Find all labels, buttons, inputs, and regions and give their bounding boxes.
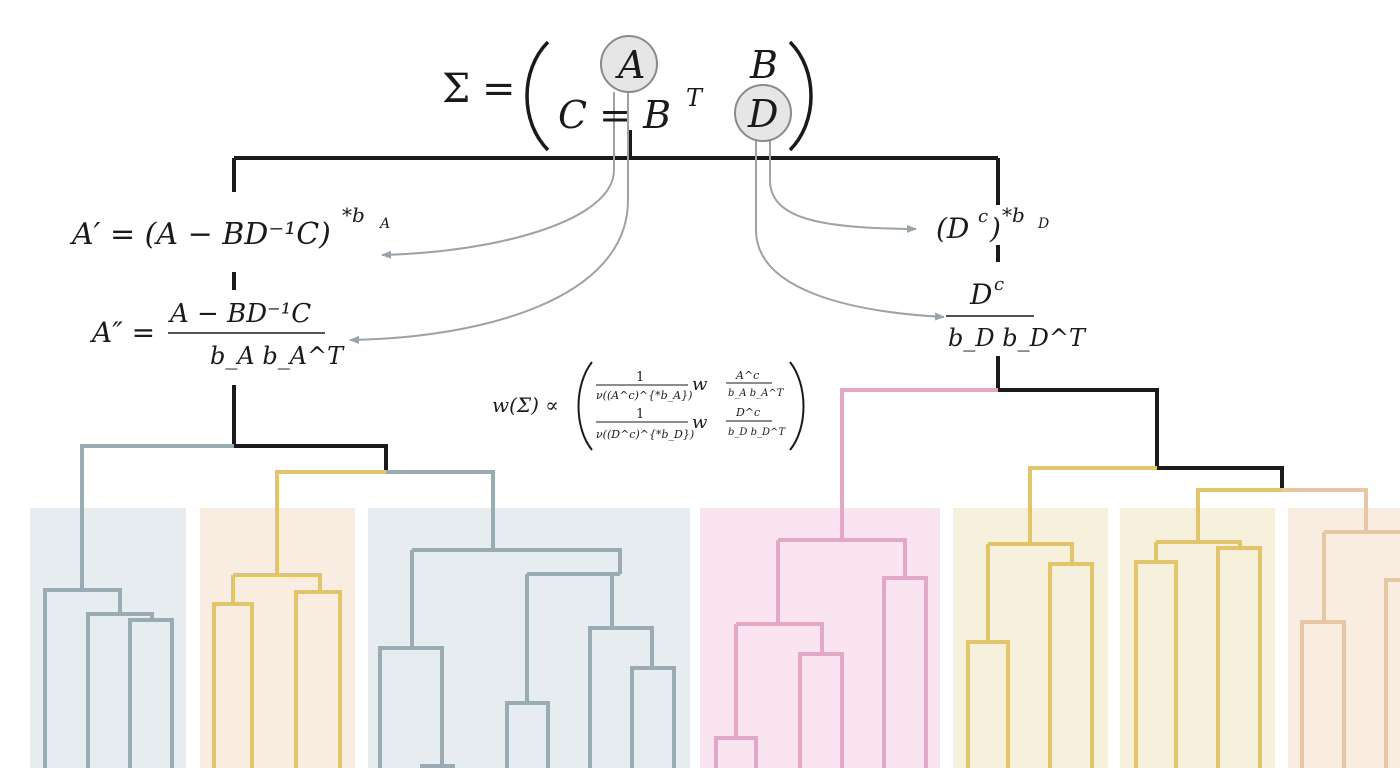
cluster-panel-blue-1 xyxy=(30,508,186,768)
weight-row1-num: 1 xyxy=(636,370,644,385)
arrow-a-to-a-dprime xyxy=(349,92,629,344)
matrix-right-paren xyxy=(788,40,813,152)
right-subtree-branches xyxy=(714,388,1400,768)
dc-frac-den: b_D b_D^T xyxy=(948,324,1087,352)
tree-trunk xyxy=(232,130,1284,490)
block-d: D xyxy=(747,92,778,136)
a-dprime-num: A − BD⁻¹C xyxy=(168,299,311,329)
dc-star-close: ) xyxy=(989,212,1001,245)
a-prime-sub: A xyxy=(378,216,390,232)
block-c-sup: T xyxy=(686,84,704,112)
block-b: B xyxy=(749,43,778,87)
weight-row1-w: w xyxy=(692,374,708,395)
weight-row2-den: ν((D^c)^{*b_D}) xyxy=(596,428,694,441)
weight-row2-frac-num: D^c xyxy=(735,406,760,419)
weight-right-paren xyxy=(789,361,805,451)
weight-lhs: w(Σ) ∝ xyxy=(492,393,559,417)
dc-star-sup-c: c xyxy=(978,206,988,227)
weight-row1-frac-den: b_A b_A^T xyxy=(728,388,785,399)
dc-star-sub: D xyxy=(1037,216,1049,232)
block-a: A xyxy=(615,43,645,87)
arrow-d-to-dc-frac xyxy=(755,140,945,321)
weight-left-paren xyxy=(577,361,593,451)
block-c: C = B xyxy=(558,93,671,137)
weight-row2-w: w xyxy=(692,412,708,433)
left-subtree-branches xyxy=(43,444,676,768)
sigma-symbol: Σ xyxy=(442,66,470,112)
arrow-a-to-a-prime xyxy=(381,92,615,259)
dc-frac-num: D xyxy=(969,278,992,311)
a-prime-sup: *b xyxy=(342,203,365,227)
right-formulas: (D c ) *b D D c b_D b_D^T xyxy=(936,203,1087,352)
sigma-equals: = xyxy=(482,66,516,112)
dc-star-open: (D xyxy=(936,212,969,245)
dc-frac-num-sup: c xyxy=(994,274,1004,295)
arrow-d-to-dc-star xyxy=(769,140,917,233)
sigma-matrix: Σ = A B C = B T D xyxy=(442,35,813,152)
block-a-highlight xyxy=(600,35,658,93)
cluster-panel-gold-2 xyxy=(1120,508,1275,768)
weight-row1-den: ν((A^c)^{*b_A}) xyxy=(596,389,692,402)
matrix-left-paren xyxy=(525,40,550,152)
dc-star-sup: *b xyxy=(1002,203,1025,227)
connector-arrows xyxy=(349,92,945,344)
a-dprime-lhs: A″ = xyxy=(89,316,155,349)
left-formulas: A′ = (A − BD⁻¹C) *b A A″ = A − BD⁻¹C b_A… xyxy=(69,203,390,370)
cluster-panels xyxy=(30,508,1400,768)
cluster-panel-gold-1 xyxy=(953,508,1108,768)
weight-row1-frac-num: A^c xyxy=(735,369,759,382)
block-d-highlight xyxy=(734,84,792,142)
a-dprime-den: b_A b_A^T xyxy=(210,342,345,370)
a-prime-formula: A′ = (A − BD⁻¹C) xyxy=(69,217,331,252)
weight-formula: w(Σ) ∝ 1 ν((A^c)^{*b_A}) w A^c b_A b_A^T… xyxy=(492,361,805,451)
weight-row2-frac-den: b_D b_D^T xyxy=(728,427,786,438)
weight-row2-num: 1 xyxy=(636,407,644,422)
